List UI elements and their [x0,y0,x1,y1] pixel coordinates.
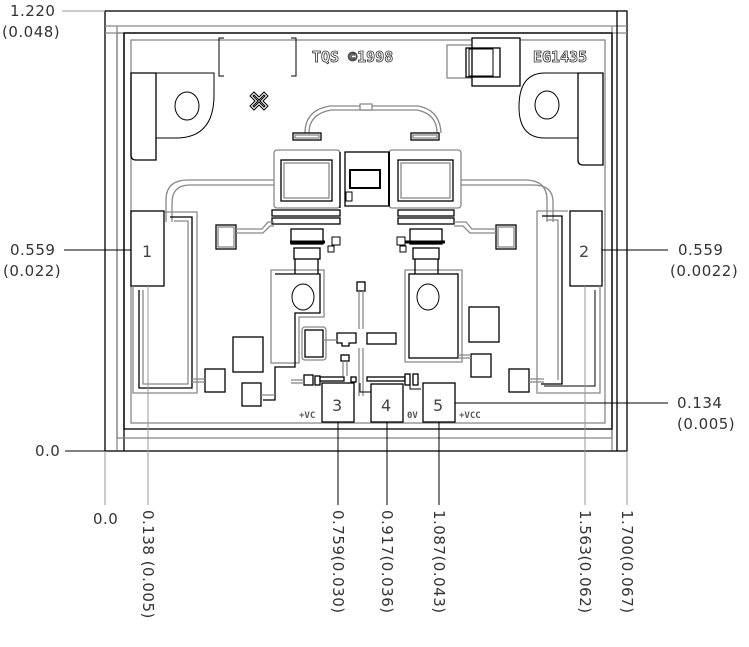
bond-pad-3: 3 +VC [299,382,355,423]
dim-x-1563: 1.563(0.062) [576,510,594,614]
dimension-lines [62,10,668,505]
bond-pad-5: 5 +VCC [422,382,481,423]
transistor-left [271,103,442,260]
dim-origin-y: 0.0 [35,442,60,460]
pad-5-signal: +VCC [459,411,481,421]
dim-bottom-pads-in: (0.005) [677,415,735,433]
dim-x-0138: 0.138 (0.005) [139,510,157,619]
collector-right [404,259,500,378]
rf-input-network [165,179,274,250]
dim-origin-x: 0.0 [93,510,118,528]
dim-x-0759: 0.759(0.030) [329,510,347,614]
pad-4-signal: 0V [407,411,418,421]
part-number: EG1435 [533,48,587,66]
die-outline [104,10,628,452]
rf-output-network [454,179,554,250]
dim-top-mm: 1.220 [10,2,55,20]
center-capacitor [344,151,390,207]
pad-4-label: 4 [381,396,391,415]
dim-pad1-mm: 0.559 [10,241,55,259]
dim-bottom-pads-mm: 0.134 [677,394,722,412]
dim-pad2-in: (0.0022) [670,262,738,280]
dim-x-0917: 0.917(0.036) [378,510,396,614]
bias-network [291,281,421,396]
vendor-mark: TQS ©1998 [312,48,393,66]
dim-pad2-mm: 0.559 [678,241,723,259]
dimension-labels: 1.220 (0.048) 0.559 (0.022) 0.559 (0.002… [2,2,738,619]
dim-x-1700: 1.700(0.067) [618,510,636,614]
die-markings: TQS ©1998 EG1435 [218,37,588,111]
alignment-cross-icon [249,91,269,111]
bond-pad-2: 2 [508,210,603,394]
via-right [518,72,604,166]
pad-5-label: 5 [433,396,443,415]
bond-pad-4: 4 0V [370,383,418,423]
pad-3-label: 3 [332,396,342,415]
dim-top-in: (0.048) [2,23,60,41]
pad-2-label: 2 [579,242,589,261]
dim-pad1-in: (0.022) [3,262,61,280]
pad-3-signal: +VC [299,411,315,421]
transistor-right [388,132,462,260]
collector-left [232,259,325,407]
via-left [130,72,215,161]
pad-1-label: 1 [142,242,152,261]
dim-x-1087: 1.087(0.043) [430,510,448,614]
bond-pad-1: 1 [130,210,226,394]
